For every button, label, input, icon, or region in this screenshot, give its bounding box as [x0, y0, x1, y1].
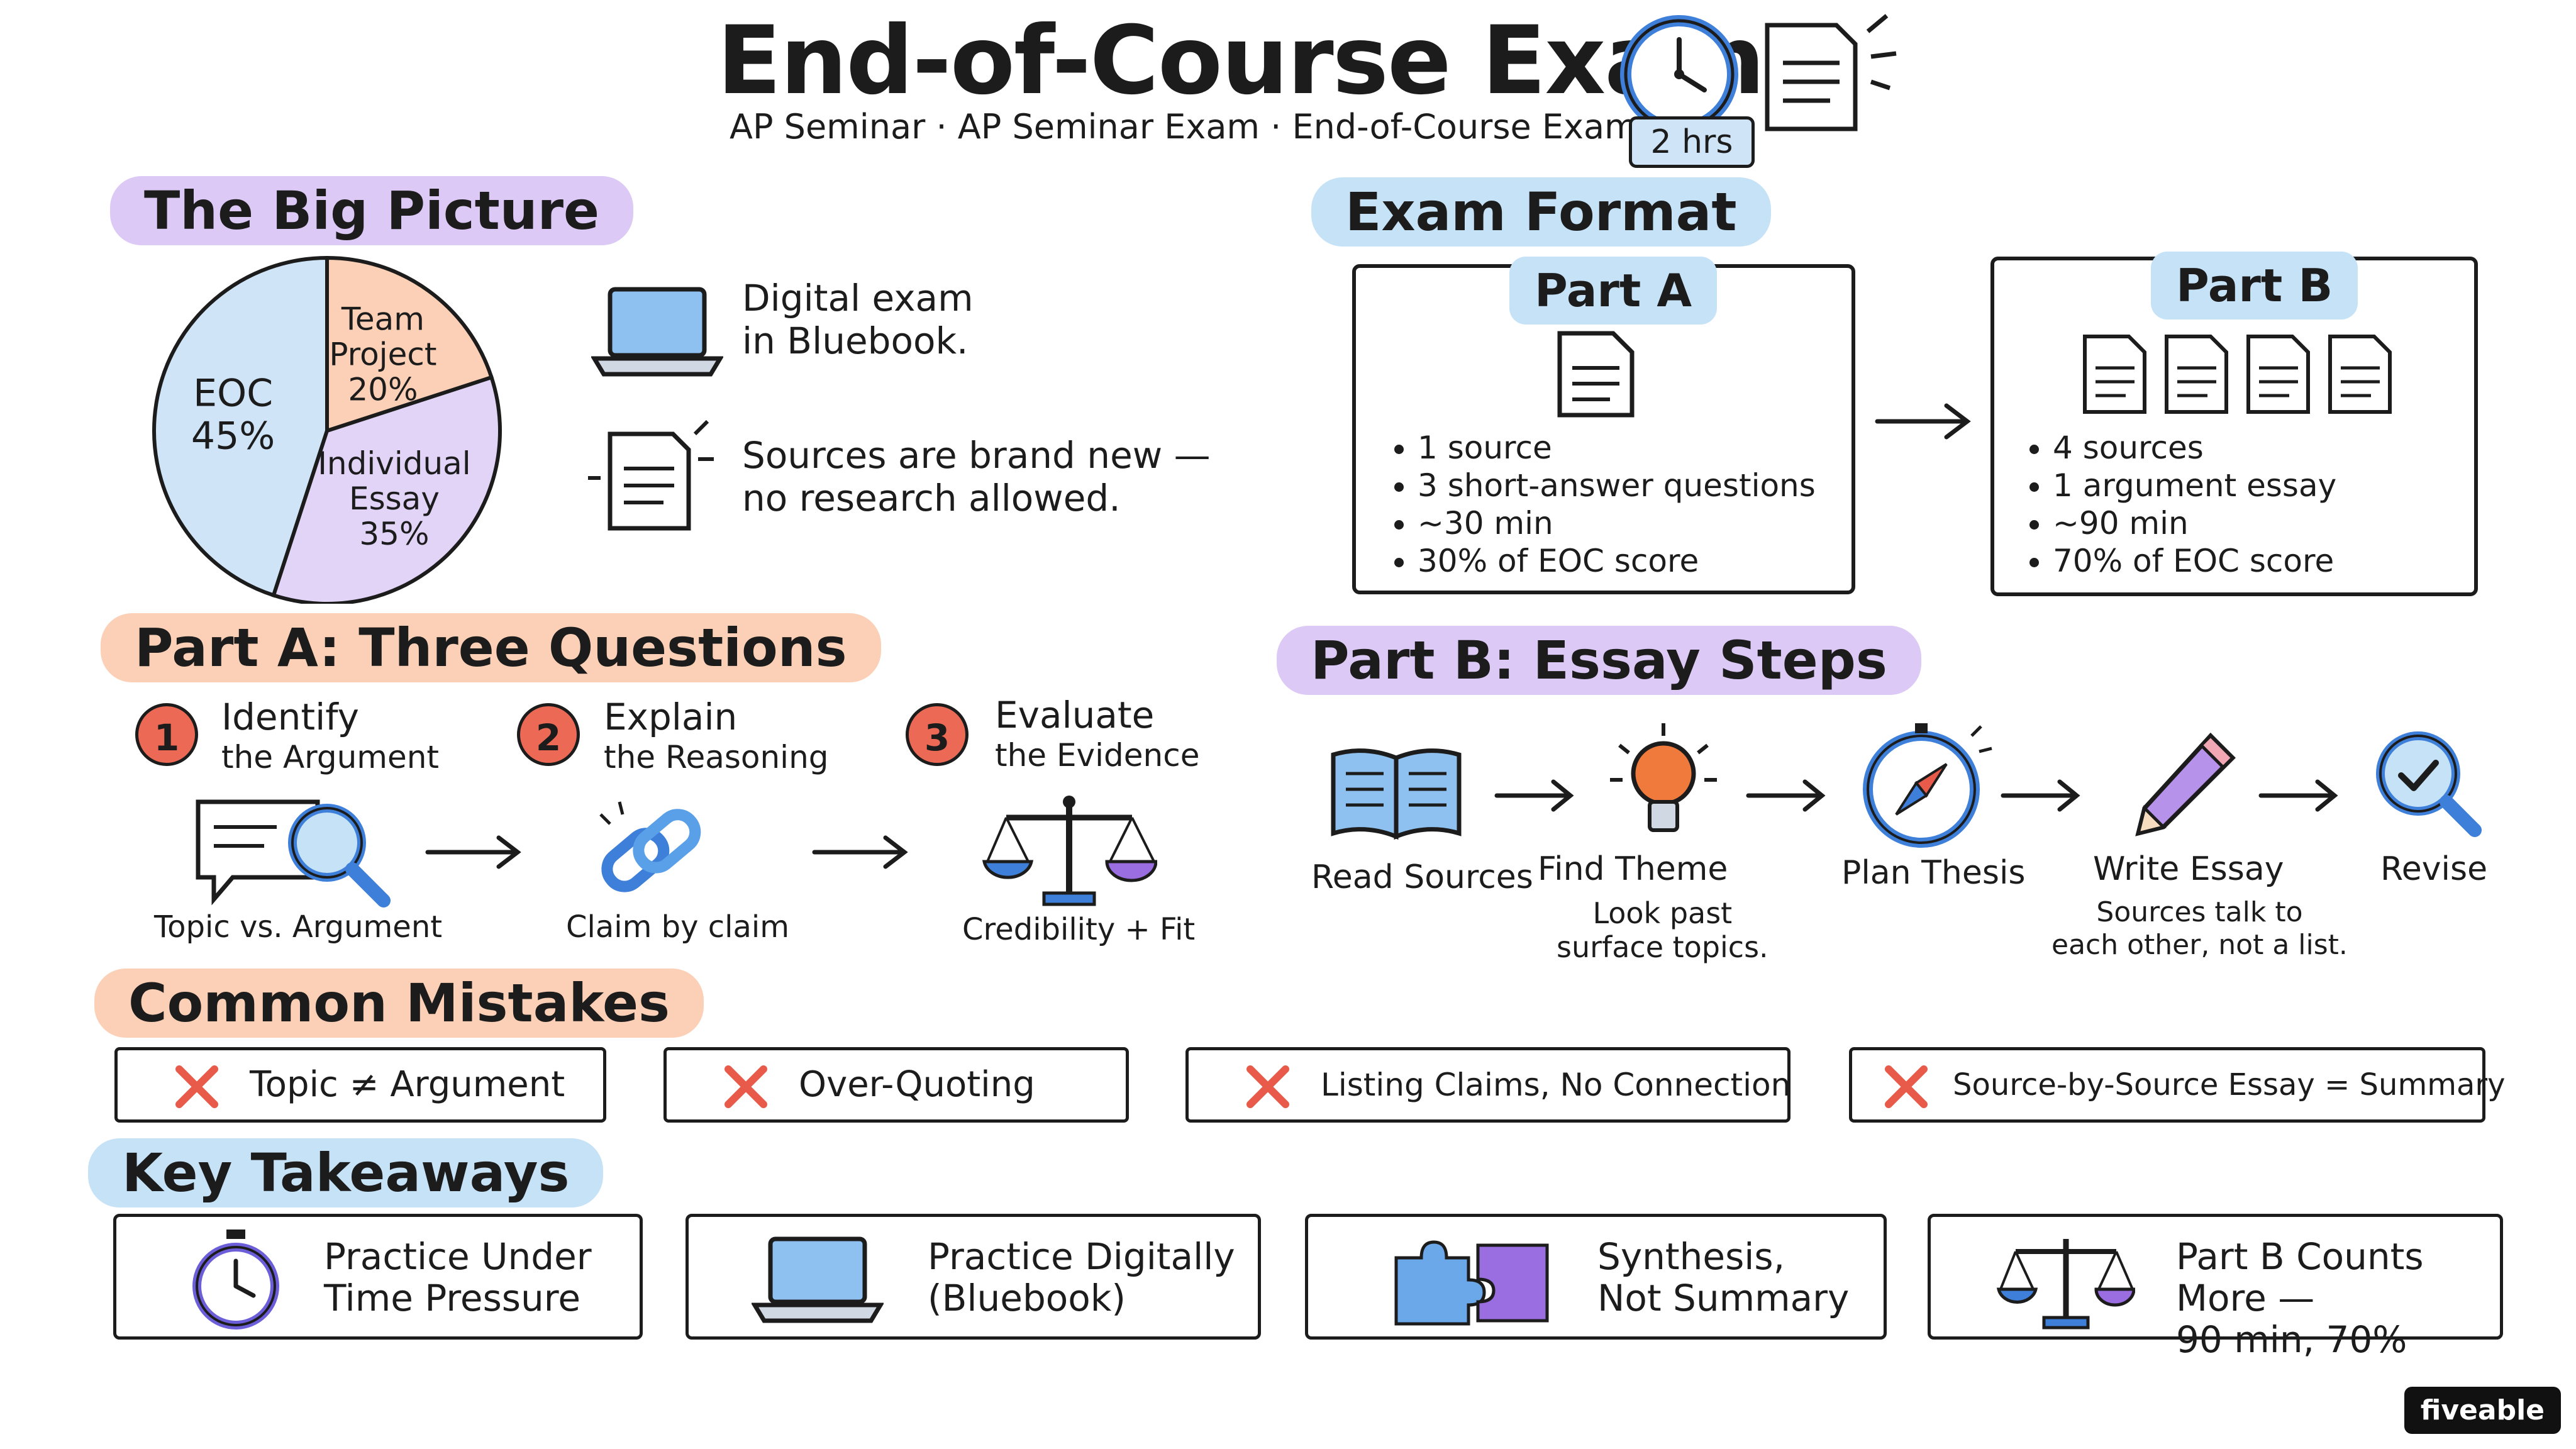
arrow-right-icon — [425, 835, 521, 869]
list-item: 30% of EOC score — [1418, 542, 1816, 580]
caption-topic-vs-argument: Topic vs. Argument — [154, 909, 443, 945]
caption-credibility-fit: Credibility + Fit — [962, 912, 1196, 947]
caption-claim-by-claim: Claim by claim — [566, 909, 789, 945]
mistake-item: Listing Claims, No Connection — [1185, 1047, 1790, 1123]
arrow-right-icon — [1746, 779, 1826, 812]
step-subtitle: the Evidence — [995, 737, 1200, 774]
x-mark-icon — [1246, 1065, 1289, 1108]
step-title-evaluate: Evaluate — [995, 694, 1155, 736]
arrow-right-icon — [2258, 779, 2338, 812]
list-item: 1 source — [1418, 429, 1816, 467]
mistake-item: Over-Quoting — [663, 1047, 1129, 1123]
step-subtitle: the Argument — [221, 739, 440, 775]
x-mark-icon — [1885, 1065, 1928, 1108]
mistake-item: Source-by-Source Essay = Summary — [1849, 1047, 2506, 1123]
stopwatch-icon — [192, 1230, 279, 1330]
laptop-icon — [752, 1236, 884, 1323]
document-icon — [1765, 14, 1897, 131]
mistake-label: Topic ≠ Argument — [250, 1064, 565, 1105]
x-mark-icon — [724, 1065, 767, 1108]
step-subtitle: the Reasoning — [604, 739, 829, 775]
step-title-explain: Explain — [604, 696, 738, 738]
step-find-theme: Find Theme — [1538, 850, 1728, 888]
takeaway-text: Part B Counts More — 90 min, 70% — [2176, 1235, 2424, 1361]
chain-link-icon — [599, 801, 701, 892]
common-mistakes-heading: Common Mistakes — [94, 969, 704, 1038]
takeaway-text: Synthesis, Not Summary — [1597, 1235, 1850, 1319]
takeaway-text: Practice Under Time Pressure — [324, 1235, 592, 1319]
arrow-right-icon — [1875, 403, 1971, 440]
pencil-icon — [2135, 732, 2236, 836]
exam-format-heading: Exam Format — [1311, 177, 1771, 247]
key-takeaways-heading: Key Takeaways — [88, 1138, 604, 1208]
compass-icon — [1863, 723, 1992, 848]
step-write-essay: Write Essay — [2093, 850, 2284, 888]
pie-slice-team-project — [325, 255, 494, 434]
step-number-3: 3 — [906, 703, 969, 766]
list-item: 1 argument essay — [2053, 467, 2336, 504]
takeaway-text: Practice Digitally (Bluebook) — [928, 1235, 1235, 1319]
pie-slice-eoc — [152, 255, 329, 598]
takeaway-card: Practice Digitally (Bluebook) — [686, 1214, 1261, 1340]
step-plan-thesis: Plan Thesis — [1841, 854, 2026, 892]
step-number-2: 2 — [517, 703, 580, 766]
laptop-icon — [591, 287, 723, 377]
page-title: End-of-Course Exam. — [717, 6, 1800, 116]
step-title-identify: Identify — [221, 696, 359, 738]
step-read-sources: Read Sources — [1311, 858, 1533, 896]
light-bulb-icon — [1610, 723, 1717, 832]
mistake-label: Source-by-Source Essay = Summary — [1953, 1067, 2506, 1102]
part-a-bullets: 1 source 3 short-answer questions ~30 mi… — [1377, 429, 1816, 580]
takeaway-card: Synthesis, Not Summary — [1305, 1214, 1887, 1340]
takeaway-card: Part B Counts More — 90 min, 70% — [1928, 1214, 2503, 1360]
mistake-label: Over-Quoting — [799, 1064, 1035, 1105]
document-icon — [1557, 331, 1635, 418]
four-documents-icon — [2083, 335, 2392, 414]
mistake-item: Topic ≠ Argument — [114, 1047, 606, 1123]
step-number-1: 1 — [135, 703, 198, 766]
page-subtitle: AP Seminar · AP Seminar Exam · End-of-Co… — [730, 107, 1648, 147]
big-picture-heading: The Big Picture — [110, 176, 634, 245]
step-revise: Revise — [2380, 850, 2488, 888]
duration-badge: 2 hrs — [1629, 116, 1755, 168]
part-b-steps-heading: Part B: Essay Steps — [1277, 626, 1921, 695]
step-note: Sources talk to each other, not a list. — [2051, 896, 2348, 961]
arrow-right-icon — [2001, 779, 2080, 812]
mistake-label: Listing Claims, No Connection — [1321, 1067, 1791, 1103]
sources-new-text: Sources are brand new — no research allo… — [742, 434, 1211, 519]
balance-scale-icon — [1997, 1239, 2135, 1330]
speech-magnifier-icon — [196, 799, 391, 908]
puzzle-pieces-icon — [1394, 1240, 1549, 1326]
x-mark-icon — [175, 1065, 218, 1108]
step-note: Look past surface topics. — [1557, 896, 1768, 964]
list-item: 4 sources — [2053, 429, 2336, 467]
new-document-icon — [588, 419, 714, 531]
takeaway-card: Practice Under Time Pressure — [113, 1214, 643, 1340]
part-a-title: Part A — [1509, 257, 1718, 325]
part-b-title: Part B — [2151, 252, 2358, 319]
part-b-bullets: 4 sources 1 argument essay ~90 min 70% o… — [2012, 429, 2336, 580]
digital-exam-text: Digital exam in Bluebook. — [742, 277, 974, 362]
list-item: 3 short-answer questions — [1418, 467, 1816, 504]
part-a-questions-heading: Part A: Three Questions — [101, 613, 881, 682]
balance-scale-icon — [982, 796, 1157, 906]
open-book-icon — [1331, 748, 1462, 840]
list-item: 70% of EOC score — [2053, 542, 2336, 580]
list-item: ~30 min — [1418, 504, 1816, 542]
magnifier-check-icon — [2376, 731, 2482, 837]
arrow-right-icon — [1494, 779, 1574, 812]
arrow-right-icon — [812, 835, 908, 869]
pie-slice-individual-essay — [271, 375, 502, 604]
list-item: ~90 min — [2053, 504, 2336, 542]
brand-logo: fiveable — [2404, 1387, 2561, 1434]
